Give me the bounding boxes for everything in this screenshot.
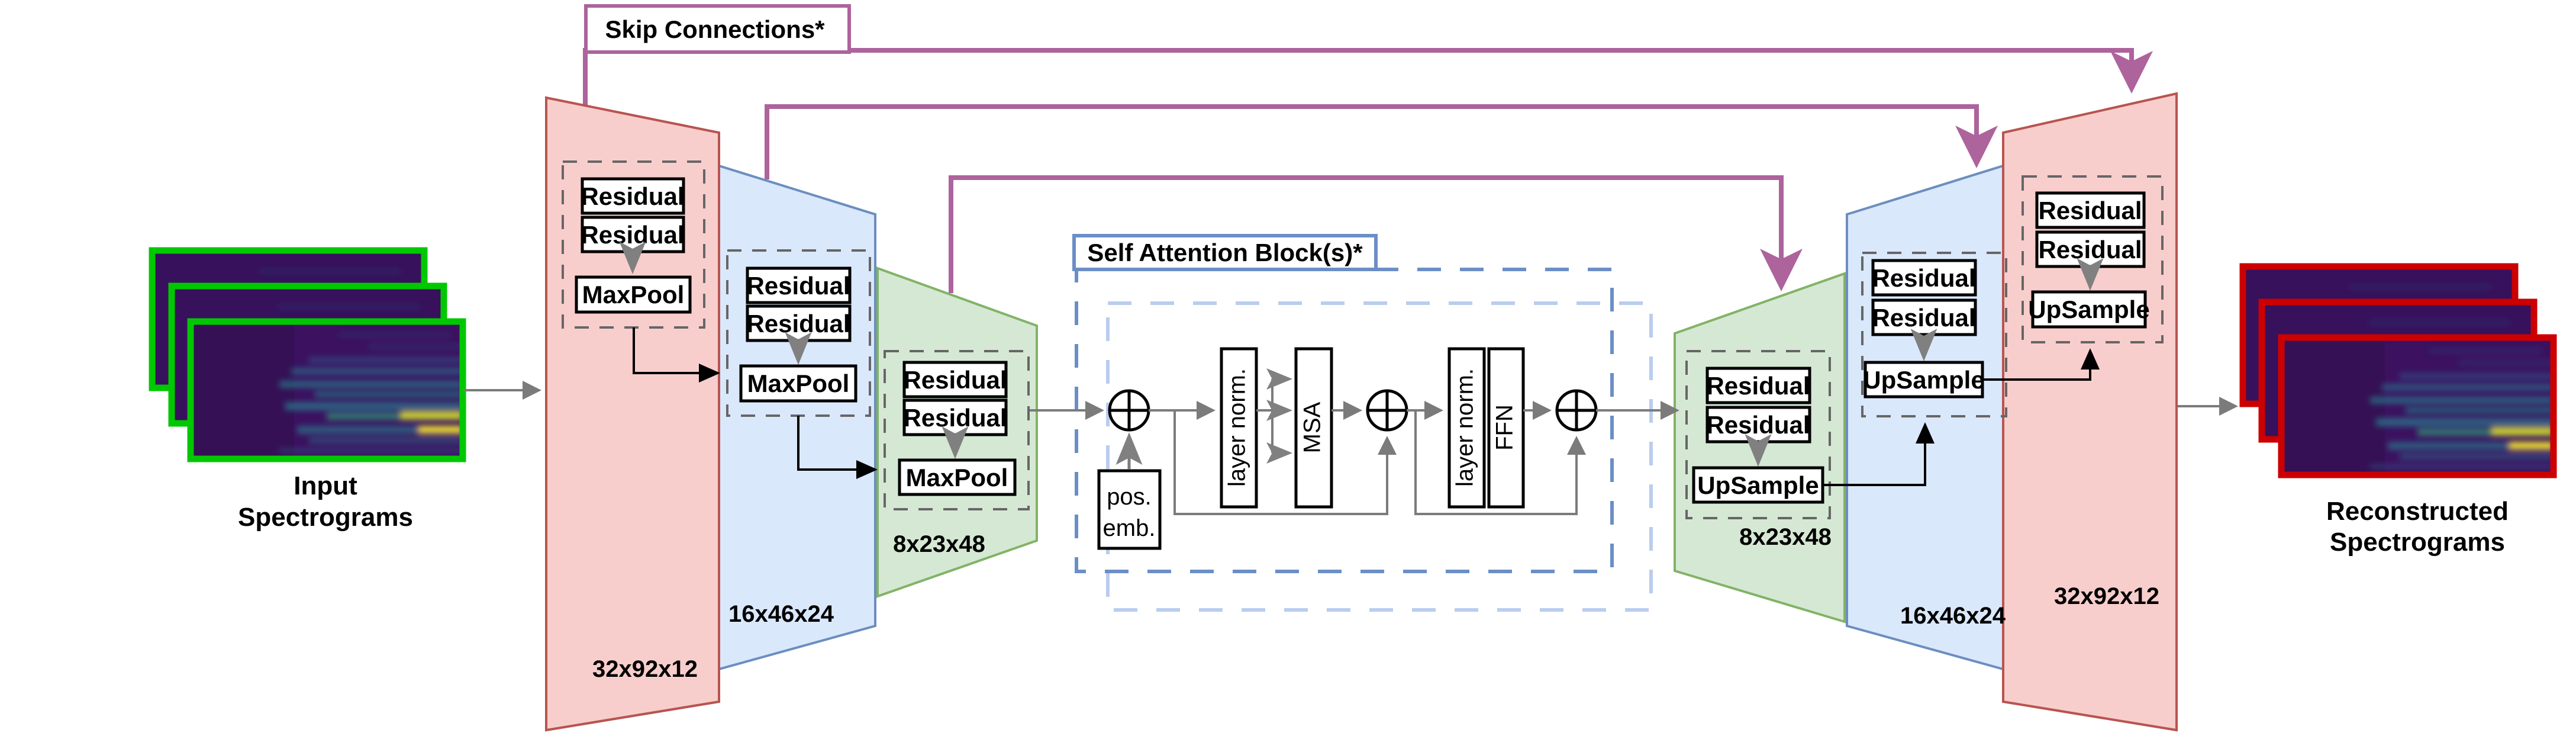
skip-line-inner	[949, 175, 1803, 293]
maxpool-box	[575, 275, 692, 314]
msa-box	[1294, 347, 1333, 509]
decoder-stage3-ops: Residual Residual UpSample 32x92x12	[2022, 175, 2164, 609]
residual-label: Residual	[903, 404, 1007, 432]
add-icon	[1366, 389, 1408, 432]
encoder-stage1-ops: Residual Residual MaxPool 32x92x12	[562, 160, 720, 682]
residual-label: Residual	[1706, 411, 1810, 439]
upsample-label: UpSample	[1863, 366, 1984, 394]
ffn-box	[1487, 347, 1525, 509]
residual-label: Residual	[746, 310, 850, 338]
upsample-box	[2031, 290, 2147, 329]
residual-box	[746, 266, 852, 304]
msa-label: MSA	[1300, 401, 1326, 453]
dims-label: 32x92x12	[592, 656, 698, 682]
residual-label: Residual	[2038, 197, 2142, 224]
residual-label: Residual	[2038, 236, 2142, 264]
residual-label: Residual	[1872, 264, 1975, 292]
output-caption-line1: Reconstructed	[2326, 497, 2509, 526]
layer-norm-label: layer norm.	[1452, 368, 1478, 487]
ffn-label: FFN	[1492, 404, 1518, 451]
maxpool-box	[898, 458, 1017, 496]
upsample-label: UpSample	[1697, 471, 1819, 499]
residual-label: Residual	[903, 366, 1007, 394]
dims-label: 16x46x24	[1900, 603, 2006, 629]
residual-box	[1705, 406, 1811, 444]
dims-label: 16x46x24	[728, 601, 834, 627]
encoder-stage1-shape	[545, 96, 720, 732]
residual-box	[2035, 191, 2146, 229]
encoder-stage2-ops: Residual Residual MaxPool 16x46x24	[726, 249, 878, 627]
self-attention-block: Self Attention Block(s)* pos. emb. layer…	[1030, 234, 1679, 612]
add-icon	[1555, 389, 1598, 432]
layer-norm-box	[1220, 347, 1258, 509]
pos-emb-box	[1097, 469, 1162, 550]
pos-emb-label: emb.	[1103, 515, 1156, 541]
encoder-stage3-ops: Residual Residual MaxPool 8x23x48	[884, 350, 1030, 557]
maxpool-label: MaxPool	[747, 370, 850, 397]
dims-label: 32x92x12	[2054, 583, 2159, 609]
attention-title: Self Attention Block(s)*	[1087, 239, 1363, 266]
input-spectrograms: Input Spectrograms	[149, 247, 466, 532]
maxpool-label: MaxPool	[582, 281, 685, 309]
residual-box	[581, 177, 685, 215]
pos-emb-label: pos.	[1107, 484, 1152, 510]
decoder-stage1-ops: Residual Residual UpSample 8x23x48	[1685, 350, 1935, 550]
op-group-outline	[1861, 252, 2007, 417]
stage-connector	[797, 416, 878, 479]
residual-box	[1871, 259, 1977, 297]
reconstructed-spectrograms: Reconstructed Spectrograms	[2239, 263, 2557, 557]
residual-bypass	[1173, 410, 1397, 515]
attention-stack-outline	[1106, 301, 1653, 612]
decoder-stage3-shape	[2002, 92, 2178, 732]
op-group-outline	[884, 350, 1030, 510]
op-group-outline	[2022, 175, 2164, 343]
layer-norm-box	[1447, 347, 1486, 509]
decoder-stage2-ops: Residual Residual UpSample 16x46x24	[1861, 252, 2100, 629]
input-caption-line2: Spectrograms	[238, 503, 413, 532]
skip-connections-label: Skip Connections*	[605, 15, 825, 43]
skip-connections-label-box	[584, 4, 851, 54]
skip-line-outer	[583, 48, 2153, 105]
output-spectrogram-frame	[2278, 334, 2557, 478]
op-group-outline	[1685, 350, 1831, 519]
residual-box	[1705, 367, 1811, 404]
residual-bypass	[1414, 410, 1586, 515]
residual-label: Residual	[1706, 372, 1810, 400]
residual-label: Residual	[1872, 304, 1975, 332]
input-caption-line1: Input	[294, 471, 357, 500]
layer-norm-label: layer norm.	[1224, 368, 1250, 487]
stage-connector	[633, 327, 720, 383]
qkv-fan-lines	[1256, 379, 1274, 453]
stage-connector	[1823, 422, 1935, 486]
stage-connector	[1982, 348, 2100, 381]
add-icon	[1108, 389, 1150, 432]
maxpool-label: MaxPool	[906, 464, 1008, 491]
attention-title-box	[1072, 234, 1378, 271]
maxpool-box	[739, 364, 857, 403]
residual-label: Residual	[581, 182, 684, 210]
skip-line-middle	[765, 104, 1998, 179]
residual-label: Residual	[581, 221, 684, 249]
upsample-label: UpSample	[2028, 295, 2149, 323]
output-caption-line2: Spectrograms	[2330, 528, 2505, 557]
upsample-box	[1692, 466, 1824, 504]
residual-box	[902, 361, 1008, 399]
residual-label: Residual	[746, 272, 850, 300]
dims-label: 8x23x48	[1739, 524, 1832, 550]
dims-label: 8x23x48	[893, 531, 985, 557]
skip-connections: Skip Connections*	[583, 4, 2153, 293]
